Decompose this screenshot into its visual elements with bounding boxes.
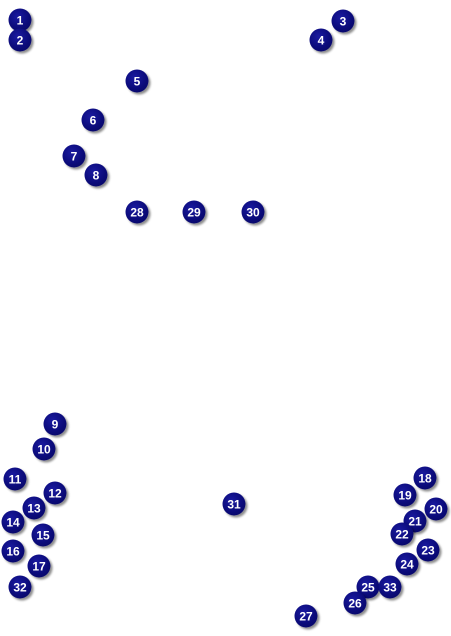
marker-label: 13 <box>27 501 41 515</box>
marker-30[interactable]: 30 <box>241 200 265 224</box>
marker-18[interactable]: 18 <box>413 466 437 490</box>
marker-label: 23 <box>421 543 435 557</box>
marker-23[interactable]: 23 <box>416 538 440 562</box>
marker-label: 9 <box>51 417 59 431</box>
marker-label: 8 <box>92 168 100 182</box>
marker-26[interactable]: 26 <box>343 591 367 615</box>
marker-22[interactable]: 22 <box>390 522 414 546</box>
marker-27[interactable]: 27 <box>294 604 318 628</box>
marker-label: 2 <box>16 33 24 47</box>
marker-11[interactable]: 11 <box>3 467 27 491</box>
marker-label: 7 <box>70 149 78 163</box>
marker-label: 20 <box>429 502 443 516</box>
marker-label: 24 <box>400 557 414 571</box>
marker-1[interactable]: 1 <box>8 8 32 32</box>
marker-label: 31 <box>227 497 241 511</box>
marker-label: 4 <box>317 33 325 47</box>
marker-label: 3 <box>339 14 347 28</box>
marker-9[interactable]: 9 <box>43 412 67 436</box>
marker-28[interactable]: 28 <box>125 200 149 224</box>
marker-19[interactable]: 19 <box>393 483 417 507</box>
marker-13[interactable]: 13 <box>22 496 46 520</box>
marker-8[interactable]: 8 <box>84 163 108 187</box>
marker-label: 6 <box>89 113 97 127</box>
marker-15[interactable]: 15 <box>31 523 55 547</box>
marker-label: 14 <box>6 515 20 529</box>
marker-16[interactable]: 16 <box>1 539 25 563</box>
marker-25[interactable]: 25 <box>356 575 380 599</box>
marker-label: 21 <box>408 514 422 528</box>
marker-4[interactable]: 4 <box>309 28 333 52</box>
marker-label: 32 <box>13 580 27 594</box>
marker-label: 29 <box>187 205 201 219</box>
marker-3[interactable]: 3 <box>331 9 355 33</box>
marker-label: 17 <box>32 559 46 573</box>
marker-label: 5 <box>133 74 141 88</box>
marker-7[interactable]: 7 <box>62 144 86 168</box>
marker-17[interactable]: 17 <box>27 554 51 578</box>
marker-label: 30 <box>246 205 260 219</box>
marker-14[interactable]: 14 <box>1 510 25 534</box>
marker-32[interactable]: 32 <box>8 575 32 599</box>
marker-33[interactable]: 33 <box>378 575 402 599</box>
marker-6[interactable]: 6 <box>81 108 105 132</box>
marker-label: 12 <box>48 486 62 500</box>
marker-label: 28 <box>130 205 144 219</box>
marker-label: 18 <box>418 471 432 485</box>
marker-29[interactable]: 29 <box>182 200 206 224</box>
marker-2[interactable]: 2 <box>8 28 32 52</box>
marker-31[interactable]: 31 <box>222 492 246 516</box>
marker-label: 15 <box>36 528 50 542</box>
marker-label: 25 <box>361 580 375 594</box>
marker-label: 19 <box>398 488 412 502</box>
marker-label: 11 <box>8 472 22 486</box>
marker-label: 10 <box>37 442 51 456</box>
marker-label: 26 <box>348 596 362 610</box>
marker-label: 27 <box>299 609 313 623</box>
marker-5[interactable]: 5 <box>125 69 149 93</box>
marker-label: 1 <box>16 13 24 27</box>
marker-10[interactable]: 10 <box>32 437 56 461</box>
marker-12[interactable]: 12 <box>43 481 67 505</box>
marker-label: 16 <box>6 544 20 558</box>
marker-24[interactable]: 24 <box>395 552 419 576</box>
marker-20[interactable]: 20 <box>424 497 448 521</box>
marker-label: 22 <box>395 527 409 541</box>
marker-label: 33 <box>383 580 397 594</box>
